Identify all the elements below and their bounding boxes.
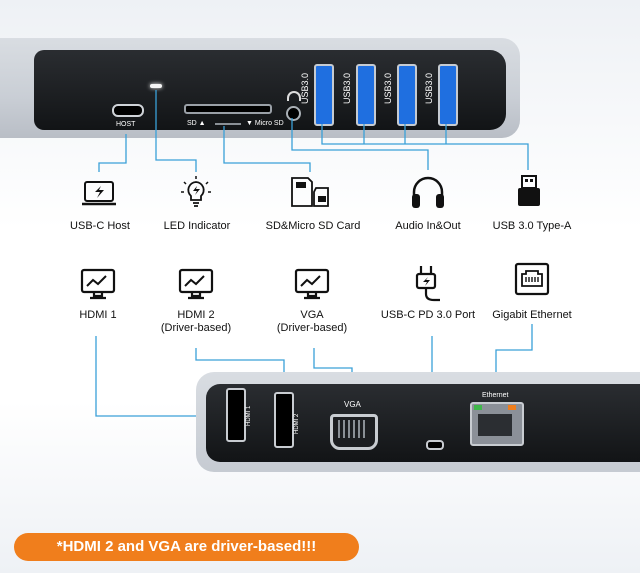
micro-sd-slot [215,123,241,125]
feature-label-usb-type-a: USB 3.0 Type-A [492,220,572,232]
feature-label-usb-c-pd: USB-C PD 3.0 Port [380,309,476,321]
audio-jack [286,106,301,121]
vga-line1: VGA [300,309,324,321]
micro-sd-label: Micro SD [254,120,284,127]
usb-c-host-port [112,104,144,117]
ethernet-socket [478,414,512,436]
feature-label-led-indicator: LED Indicator [163,220,231,232]
vga-pins [338,420,368,438]
feature-label-usb-c-host: USB-C Host [70,220,130,232]
headphone-mini-icon [287,91,301,101]
feature-label-audio: Audio In&Out [395,220,461,232]
sd-label: SD [187,120,197,127]
dock-rear-panel [206,384,640,462]
usb-port-1 [314,64,334,126]
usb-stick-icon [518,175,540,206]
dock-front-panel [34,50,506,130]
ethernet-port-label: Ethernet [482,392,509,399]
usb-port-2 [356,64,376,126]
micro-sd-slot-label: ▼ Micro SD [246,120,284,127]
hdmi2-line2: (Driver-based) [160,322,232,334]
headphones-icon [412,176,444,208]
hdmi2-port [274,392,294,448]
monitor-icon-hdmi2 [178,268,214,300]
sd-card-icon [291,177,329,207]
vga-port-label: VGA [344,400,361,409]
ethernet-port-icon [514,262,550,296]
feature-label-vga: VGA (Driver-based) [266,309,358,335]
ethernet-led-green [474,405,482,410]
hdmi1-port [226,388,246,442]
hdmi1-port-label: HDMI 1 [246,405,252,426]
light-bulb-icon [181,176,211,207]
feature-label-ethernet: Gigabit Ethernet [492,309,572,321]
usb-port-4 [438,64,458,126]
driver-warning-banner: *HDMI 2 and VGA are driver-based!!! [14,533,359,561]
feature-label-hdmi1: HDMI 1 [79,309,117,321]
ethernet-led-orange [508,405,516,410]
led-indicator [150,84,162,88]
power-plug-icon [415,266,440,302]
sd-slot-label: SD ▲ [187,120,206,127]
hdmi2-port-label: HDMI 2 [294,413,300,434]
host-port-label: HOST [116,121,136,128]
feature-label-hdmi2: HDMI 2 (Driver-based) [150,309,242,335]
vga-line2: (Driver-based) [276,322,348,334]
usb-port-3 [397,64,417,126]
usb-c-pd-port [426,440,444,450]
laptop-charge-icon [82,181,116,206]
sd-card-slot [184,104,272,114]
hdmi2-line1: HDMI 2 [177,309,215,321]
monitor-icon-hdmi1 [80,268,116,300]
feature-label-sd-card: SD&Micro SD Card [265,220,361,232]
monitor-icon-vga [294,268,330,300]
